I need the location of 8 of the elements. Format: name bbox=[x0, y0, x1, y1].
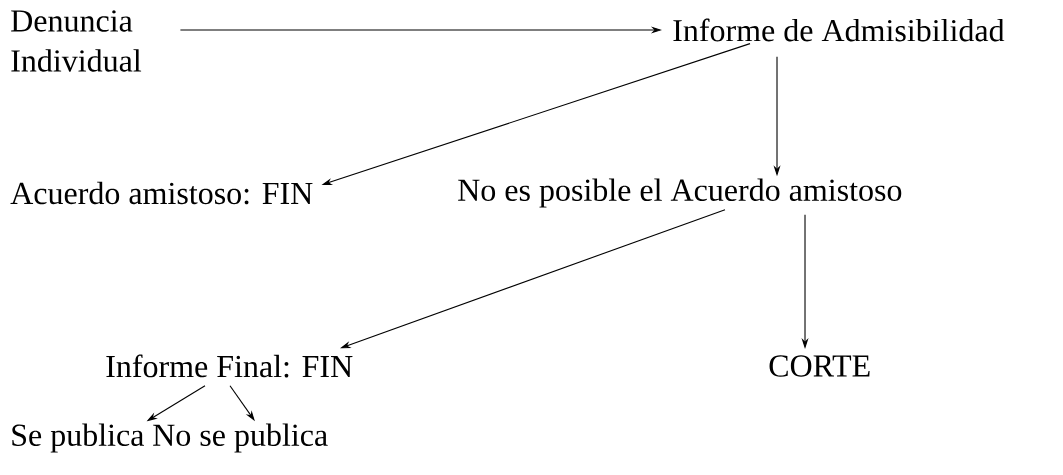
node-text: Denuncia Individual bbox=[11, 10, 142, 72]
node-text: Acuerdo amistoso: FIN bbox=[10, 181, 313, 205]
node-text: No se publica bbox=[153, 423, 328, 453]
node-text: Informe Final: FIN bbox=[106, 354, 353, 378]
node-text: Se publica bbox=[12, 423, 144, 453]
node-text: CORTE bbox=[769, 355, 870, 377]
node-text: Informe de Admisibilidad bbox=[673, 18, 1005, 42]
node-text: No es posible el Acuerdo amistoso bbox=[458, 178, 902, 208]
